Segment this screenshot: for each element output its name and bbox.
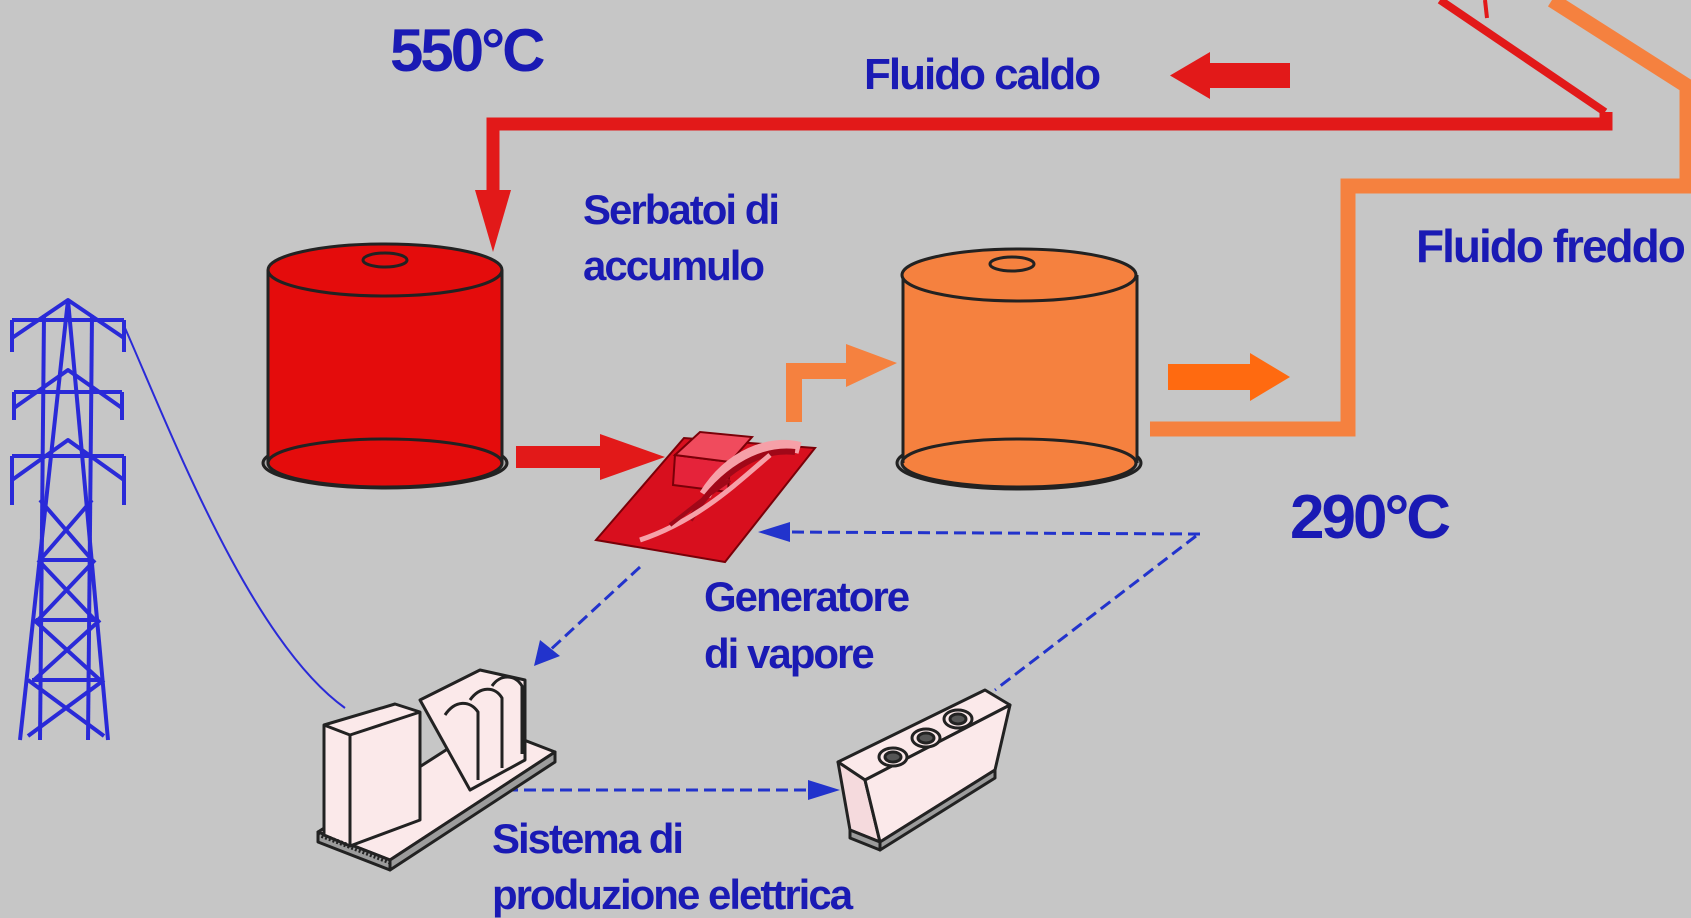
power-generation-system	[316, 668, 557, 872]
electricity-pylon-icon	[10, 298, 126, 741]
storage-tanks-label-line2: accumulo	[583, 242, 764, 289]
hot-temperature-label: 550°C	[390, 17, 544, 84]
power-cable	[124, 327, 346, 709]
cold-storage-tank	[895, 247, 1143, 491]
steam-generator-label-line1: Generatore	[704, 573, 909, 620]
hot-fluid-down-arrowhead	[475, 190, 511, 252]
hot-storage-tank	[261, 242, 509, 490]
hot-fluid-pipe	[475, 0, 1613, 252]
steam-generator	[594, 430, 817, 564]
storage-tanks-label-line1: Serbatoi di	[583, 186, 778, 233]
dashed-arrowhead-icon	[534, 640, 560, 666]
hot-fluid-label: Fluido caldo	[864, 50, 1100, 99]
dashed-arrowhead-icon	[808, 780, 840, 800]
steam-generator-label-line2: di vapore	[704, 630, 873, 677]
dashed-arrowhead-icon	[758, 522, 790, 542]
hot-fluid-arrow-icon	[1170, 52, 1290, 99]
dashed-connections	[506, 530, 1201, 792]
power-system-label-line1: Sistema di	[492, 815, 682, 862]
cold-fluid-label: Fluido freddo	[1416, 220, 1685, 272]
cold-fluid-arrow-icon	[1168, 353, 1290, 401]
cold-temperature-label: 290°C	[1290, 483, 1450, 552]
hot-tank-to-generator-arrow-icon	[516, 434, 665, 480]
power-system-label-line2: produzione elettrica	[492, 871, 854, 918]
condenser-unit	[836, 688, 1012, 852]
generator-to-cold-tank-arrow-icon	[786, 344, 897, 422]
cold-fluid-pipe	[1150, 0, 1691, 437]
